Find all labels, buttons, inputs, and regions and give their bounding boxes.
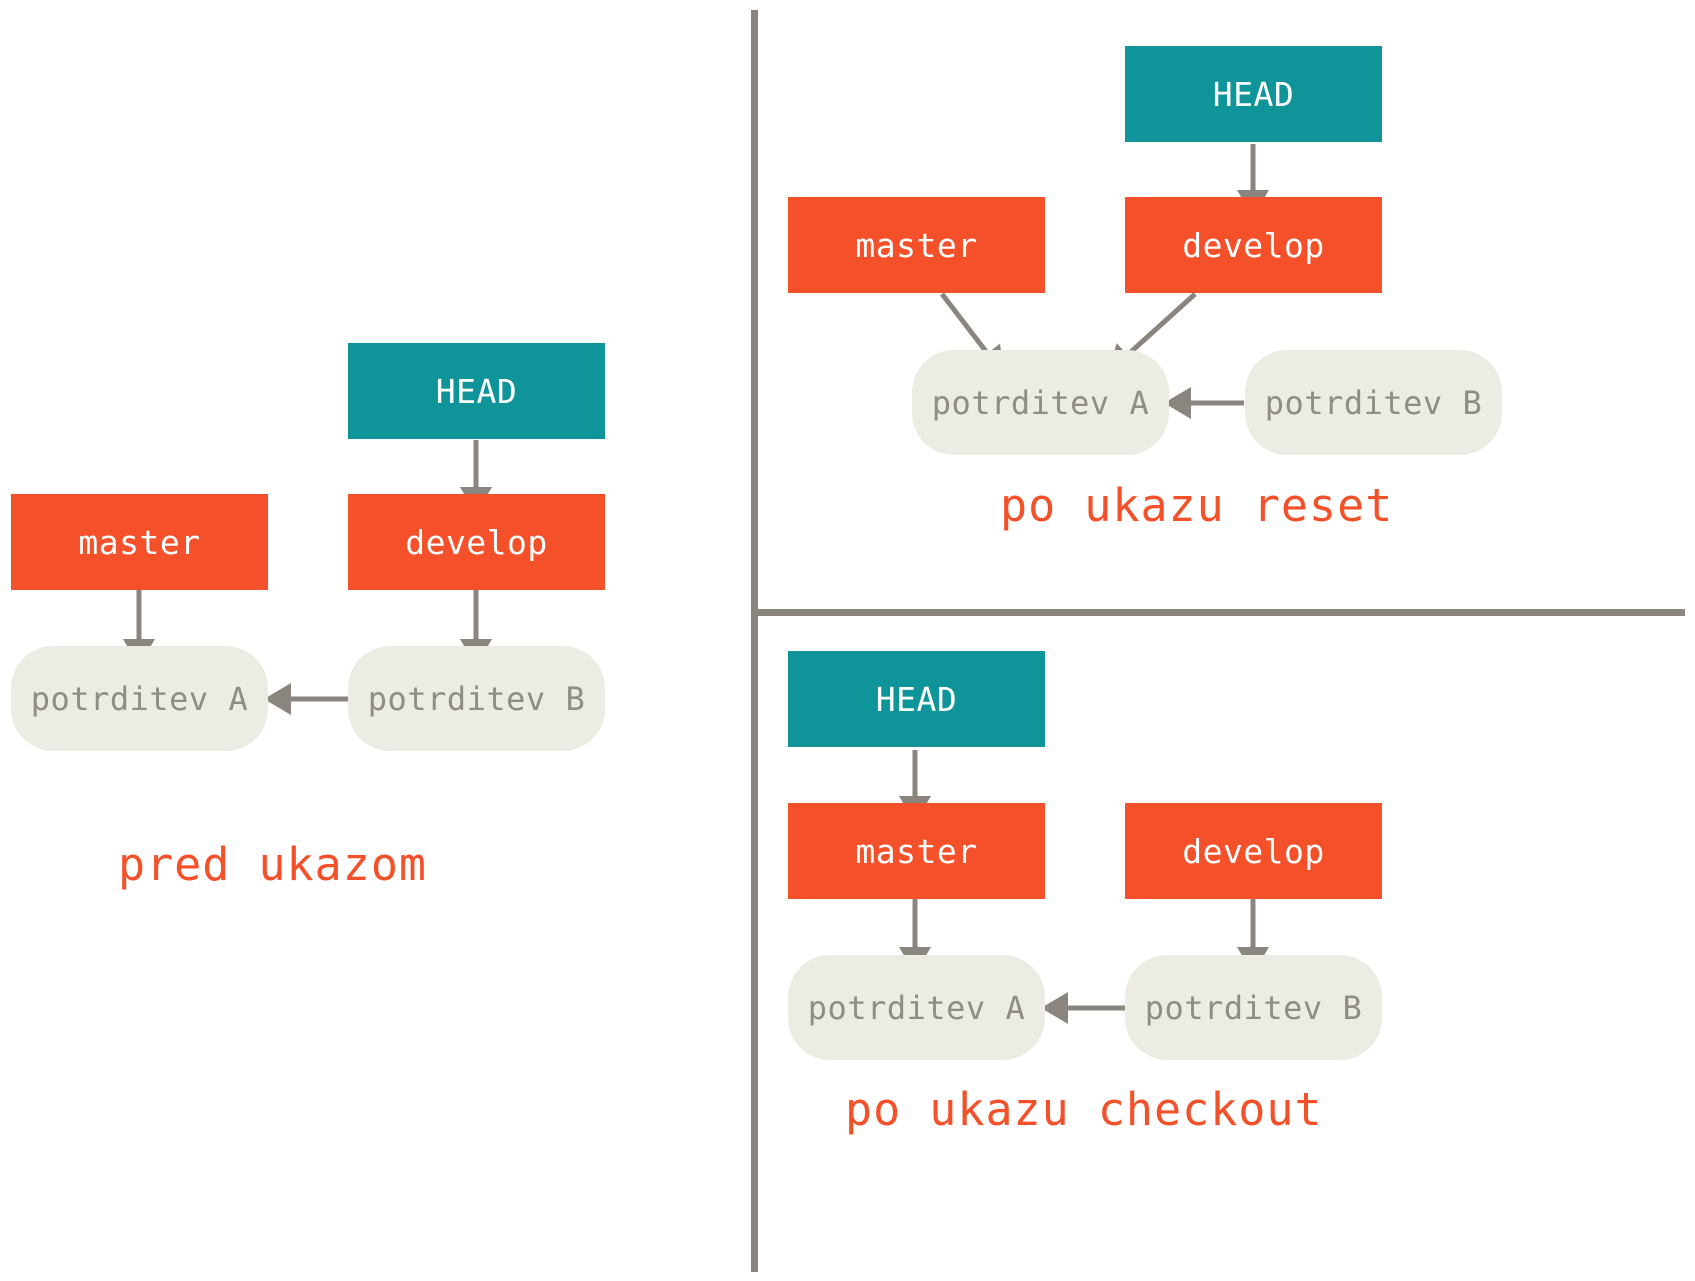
node-commit-b-after-checkout[interactable]: potrditev B <box>1125 955 1382 1060</box>
node-head-after-reset[interactable]: HEAD <box>1125 46 1382 142</box>
node-head-after-checkout[interactable]: HEAD <box>788 651 1045 747</box>
node-develop-before[interactable]: develop <box>348 494 605 590</box>
caption-after-checkout: po ukazu checkout <box>845 1083 1323 1136</box>
node-master-after-reset[interactable]: master <box>788 197 1045 293</box>
caption-before: pred ukazom <box>118 838 428 891</box>
node-develop-after-reset[interactable]: develop <box>1125 197 1382 293</box>
node-head-before[interactable]: HEAD <box>348 343 605 439</box>
node-commit-a-after-reset[interactable]: potrditev A <box>912 350 1169 455</box>
horizontal-divider <box>753 609 1685 616</box>
node-commit-b-before[interactable]: potrditev B <box>348 646 605 751</box>
node-commit-a-before[interactable]: potrditev A <box>11 646 268 751</box>
caption-after-reset: po ukazu reset <box>1000 479 1394 532</box>
node-commit-a-after-checkout[interactable]: potrditev A <box>788 955 1045 1060</box>
node-master-before[interactable]: master <box>11 494 268 590</box>
node-master-after-checkout[interactable]: master <box>788 803 1045 899</box>
node-commit-b-after-reset[interactable]: potrditev B <box>1245 350 1502 455</box>
node-develop-after-checkout[interactable]: develop <box>1125 803 1382 899</box>
vertical-divider <box>751 10 758 1272</box>
arrow-develop-to-commit-a-p2 <box>1107 292 1197 374</box>
arrow-master-to-commit-a-p2 <box>940 292 1004 375</box>
